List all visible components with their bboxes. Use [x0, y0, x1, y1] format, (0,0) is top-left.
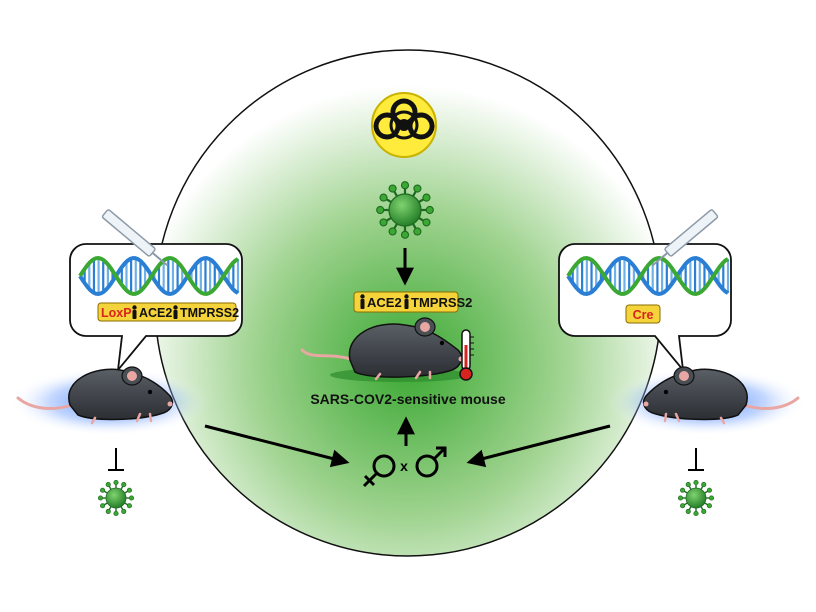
left-mouse-group [10, 366, 210, 436]
virus-icon [97, 479, 135, 517]
left-tag-loxp: LoxP [101, 306, 132, 320]
right-gene-tag: Cre [625, 304, 661, 324]
center-gene-tag: ACE2 TMPRSS2 [353, 291, 472, 313]
person-icon [132, 305, 137, 319]
female-symbol-icon [362, 454, 396, 488]
cross-x: x [400, 458, 408, 474]
left-gene-tag: LoxP ACE2 TMPRSS2 [97, 302, 239, 322]
dna-helix-icon [78, 255, 240, 297]
center-tag-tmprss2: TMPRSS2 [411, 295, 472, 310]
male-symbol-icon [415, 446, 447, 478]
left-inhibition-mark [108, 448, 124, 471]
virus-icon [677, 479, 715, 517]
mouse-icon [68, 366, 174, 425]
person-icon [360, 294, 365, 309]
right-inhibition-mark [688, 448, 704, 471]
left-tag-tmprss2: TMPRSS2 [180, 306, 239, 320]
center-caption: SARS-COV2-sensitive mouse [310, 391, 505, 407]
dna-helix-icon [566, 255, 730, 297]
person-icon [173, 305, 178, 319]
biohazard-icon [371, 92, 437, 158]
syringe-icon [101, 209, 169, 267]
syringe-icon [651, 209, 719, 267]
mouse-icon [300, 317, 470, 382]
right-tag-cre: Cre [633, 308, 654, 322]
virus-icon [376, 181, 434, 239]
center-tag-ace2: ACE2 [367, 295, 402, 310]
arrow-left-mouse-to-cross [204, 424, 350, 468]
thermometer-icon [459, 329, 474, 381]
arrow-right-mouse-to-cross [466, 424, 611, 468]
mouse-icon [642, 366, 748, 425]
person-icon [404, 294, 409, 309]
right-mouse-group [606, 366, 806, 436]
left-tag-ace2: ACE2 [139, 306, 172, 320]
